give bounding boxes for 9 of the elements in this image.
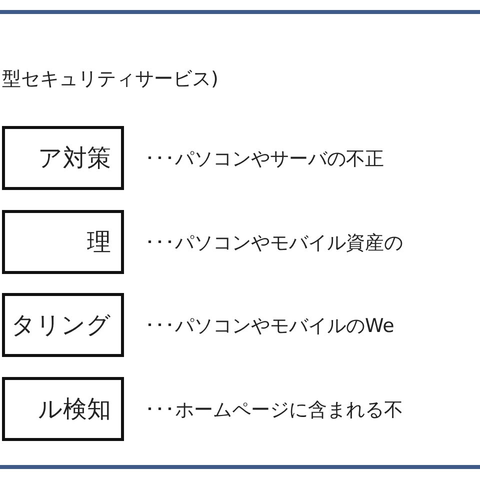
- title: 型セキュリティサービス): [2, 67, 218, 92]
- description-text: ･･･ホームページに含まれる不: [145, 398, 403, 423]
- description-text: ･･･パソコンやモバイル資産の: [145, 231, 403, 256]
- service-box: ル検知: [2, 377, 124, 441]
- service-box: 理: [2, 210, 124, 274]
- description-text: ･･･パソコンやサーバの不正: [145, 147, 384, 172]
- description-text: ･･･パソコンやモバイルのWe: [145, 314, 394, 339]
- service-box: タリング: [2, 293, 124, 357]
- service-box: ア対策: [2, 126, 124, 190]
